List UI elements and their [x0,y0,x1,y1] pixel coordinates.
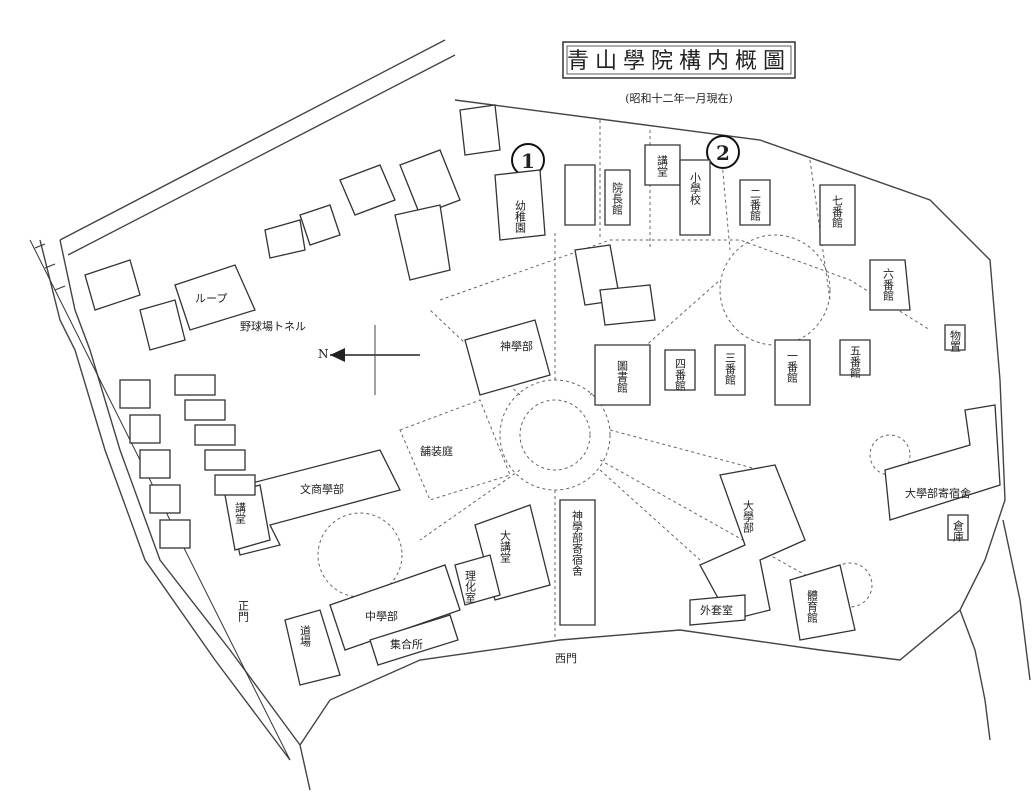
building-library[interactable]: 圖書館 [594,344,651,406]
building-middle-school[interactable]: 中學部 [329,564,461,651]
building-physics-chem[interactable]: 理化室 [454,554,501,606]
area-tennis: 野球場トネル [240,319,306,333]
building-auditorium-small[interactable]: 講堂 [644,144,681,186]
building-label: 七番館 [831,195,844,229]
building-warehouse[interactable]: 物置 [944,324,966,352]
area-label: 舗装庭 [420,444,453,458]
building-elementary-school[interactable]: 小學校 [679,159,711,236]
marker-2-label: 2 [716,141,730,165]
building-label: 六番館 [882,268,895,302]
building-second-hall[interactable]: 二番館 [739,179,771,226]
building-principal-house[interactable]: 院長館 [604,169,631,226]
building-label: 物置 [949,329,962,352]
map-subtitle: (昭和十二年一月現在) [625,91,733,105]
title-block: 青山學院構内概圖 (昭和十二年一月現在) [562,41,796,105]
building-label: 理化室 [464,570,477,603]
building-label: 五番館 [849,345,862,379]
building-label: 講堂 [656,154,669,177]
building-label: ループ [195,292,227,305]
building-loop[interactable]: ループ [174,264,256,331]
left-plots [119,374,256,549]
building-label: 幼稚園 [514,200,527,234]
building-label: 一番館 [786,350,799,384]
building-label: 大學部寄宿舍 [905,486,971,500]
marker-2[interactable]: 2 [706,135,740,169]
building-stables[interactable]: 倉庫 [947,514,969,543]
building-fifth-hall[interactable]: 五番館 [839,339,871,379]
gate-main[interactable]: 正門 [237,600,250,623]
campus-boundary [39,39,1031,791]
building-third-hall[interactable]: 三番館 [714,344,746,396]
building-gym[interactable]: 體育館 [789,564,856,641]
building-outside-rooms[interactable]: 外套室 [689,594,746,626]
building-fourth-hall[interactable]: 四番館 [664,349,696,392]
building-label: 中學部 [365,609,398,623]
building-label: 三番館 [724,352,737,386]
building-college[interactable]: 大學部 [699,464,806,621]
building-label: 四番館 [674,358,687,392]
building-label: 體育館 [806,590,819,624]
title-frame [562,41,796,79]
building-label: 集合所 [390,637,423,651]
building-label: 文商學部 [300,482,344,496]
upper-left-cluster [84,104,656,351]
building-label: 圖書館 [616,360,629,394]
building-label: 二番館 [749,188,762,222]
building-label: 神學部 [500,339,533,353]
gate-label: 西門 [555,652,577,665]
area-label: 野球場トネル [240,319,306,333]
compass-arrow: N [318,325,420,395]
building-label: 小學校 [689,172,702,206]
building-label: 講堂 [234,501,247,524]
compass-north-label: N [318,347,329,361]
building-label: 大學部 [742,499,755,533]
gate-west[interactable]: 西門 [555,652,577,665]
building-assembly[interactable]: 集合所 [369,614,459,666]
building-label: 道場 [299,624,312,648]
building-label: 大講堂 [499,529,512,563]
building-label: 倉庫 [952,519,965,543]
building-theology[interactable]: 神學部 [464,319,551,396]
building-label: 院長館 [611,181,624,216]
gate-label: 正門 [237,600,250,623]
building-dojo[interactable]: 道場 [284,609,341,686]
building-literature[interactable]: 文商學部 [224,449,401,556]
building-kindergarten[interactable]: 幼稚園 [494,169,546,241]
building-first-hall[interactable]: 一番館 [774,339,811,406]
marker-1-label: 1 [521,149,535,173]
building-label: 神學部寄宿舍 [571,509,584,577]
building-theology-dorm[interactable]: 神學部寄宿舍 [559,499,596,626]
building-sixth-hall[interactable]: 六番館 [869,259,911,311]
map-title: 青山學院構内概圖 [567,49,791,74]
area-paved-yard[interactable]: 舗装庭 [399,399,511,501]
building-college-dorm[interactable]: 大學部寄宿舍 [884,404,1001,521]
building-seventh-hall[interactable]: 七番館 [819,184,856,246]
building-label: 外套室 [700,603,733,617]
